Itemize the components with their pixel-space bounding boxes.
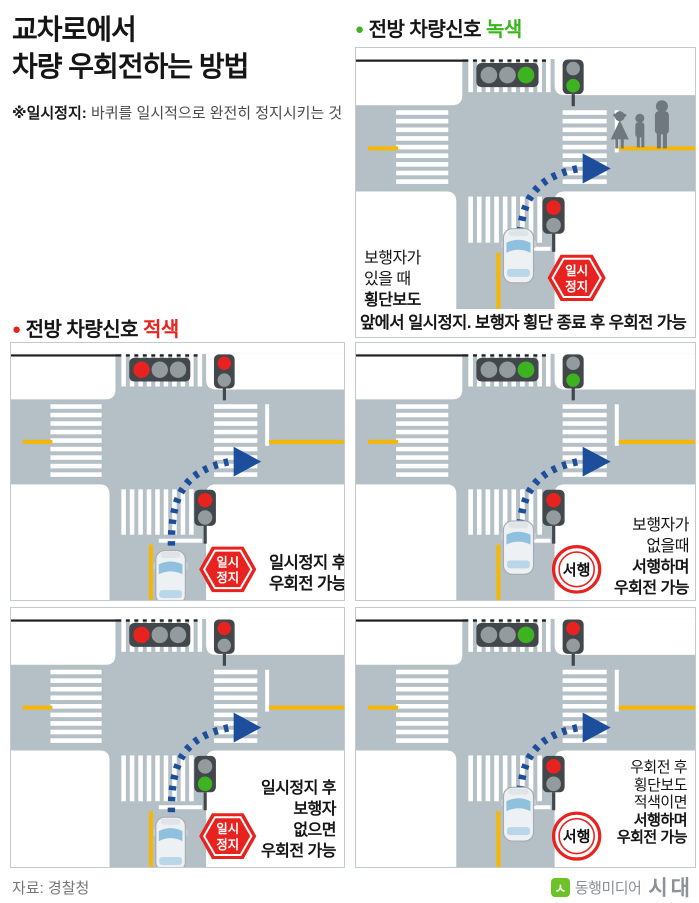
svg-text:정지: 정지: [216, 837, 239, 852]
caption: 일시정지 후 보행자 없으면 우회전 가능: [260, 780, 337, 860]
cross-pedestrian-light: [217, 356, 231, 387]
slow-sign-icon: 서행: [551, 545, 602, 594]
svg-text:일시: 일시: [216, 555, 239, 569]
cross-pedestrian-light: [566, 621, 580, 653]
title-line2: 차량 우회전하는 방법: [12, 50, 249, 82]
panel-green-slow: 서행 보행자가 없을때 서행하며 우회전 가능: [355, 342, 696, 601]
green-bullet-icon: ●: [355, 21, 364, 38]
near-car-light: [197, 759, 213, 792]
main-traffic-light: [480, 626, 535, 644]
red-bullet-icon: ●: [12, 321, 21, 338]
title-line1: 교차로에서: [12, 14, 137, 45]
caption: 일시정지 후 우회전 가능: [269, 554, 345, 593]
near-car-light: [546, 492, 561, 525]
svg-text:정지: 정지: [216, 570, 239, 585]
caption: 보행자가 없을때 서행하며 우회전 가능: [613, 517, 690, 597]
main-traffic-light: [480, 66, 535, 84]
cross-pedestrian-light: [566, 61, 580, 93]
svg-text:서행: 서행: [563, 829, 591, 846]
cross-pedestrian-light: [217, 621, 231, 653]
footnote-label: ※일시정지:: [12, 105, 87, 122]
publisher-logo-icon: ㅅ: [550, 877, 570, 897]
main-traffic-light: [133, 361, 187, 378]
svg-text:일시: 일시: [216, 822, 239, 836]
panel-red-stop: 일시 정지 일시정지 후 우회전 가능: [10, 342, 345, 601]
footnote-text: 바퀴를 일시적으로 완전히 정지시키는 것: [90, 105, 343, 122]
svg-text:정지: 정지: [565, 279, 588, 294]
near-car-light: [546, 200, 561, 233]
near-car-light: [197, 492, 213, 525]
svg-text:서행: 서행: [563, 562, 591, 579]
svg-text:일시: 일시: [565, 264, 588, 278]
cross-pedestrian-light: [566, 356, 580, 387]
slow-sign-icon: 서행: [551, 811, 602, 861]
stop-sign-icon: 일시 정지: [199, 813, 257, 860]
panel-green-after-turn: 서행 우회전 후 횡단보도 적색이면 서행하며 우회전 가능: [355, 607, 696, 868]
publisher-name: 동행미디어: [574, 879, 642, 897]
stop-sign-icon: 일시 정지: [199, 546, 257, 593]
page-title: 교차로에서 차량 우회전하는 방법: [12, 12, 249, 86]
publisher-logo: ㅅ 동행미디어 시대: [550, 872, 693, 902]
stop-sign-icon: 일시 정지: [547, 254, 606, 301]
main-traffic-light: [133, 626, 187, 644]
publisher-name2: 시대: [648, 877, 693, 900]
panel-green-pedestrians: 일시 정지 보행자가 있을 때 횡단보도 앞에서 일시정지. 보행자 횡단 종료…: [355, 47, 696, 338]
near-car-light: [546, 759, 561, 792]
footnote: ※일시정지: 바퀴를 일시적으로 완전히 정지시키는 것: [12, 102, 342, 123]
caption-bottom: 앞에서 일시정지. 보행자 횡단 종료 후 우회전 가능: [360, 314, 687, 332]
panel-red-pedestrian-green: 일시 정지 일시정지 후 보행자 없으면 우회전 가능: [10, 607, 345, 868]
caption: 우회전 후 횡단보도 적색이면 서행하며 우회전 가능: [616, 759, 688, 846]
caption: 보행자가 있을 때 횡단보도: [364, 250, 421, 309]
main-traffic-light: [480, 361, 535, 378]
source-credit: 자료: 경찰청: [12, 880, 90, 897]
